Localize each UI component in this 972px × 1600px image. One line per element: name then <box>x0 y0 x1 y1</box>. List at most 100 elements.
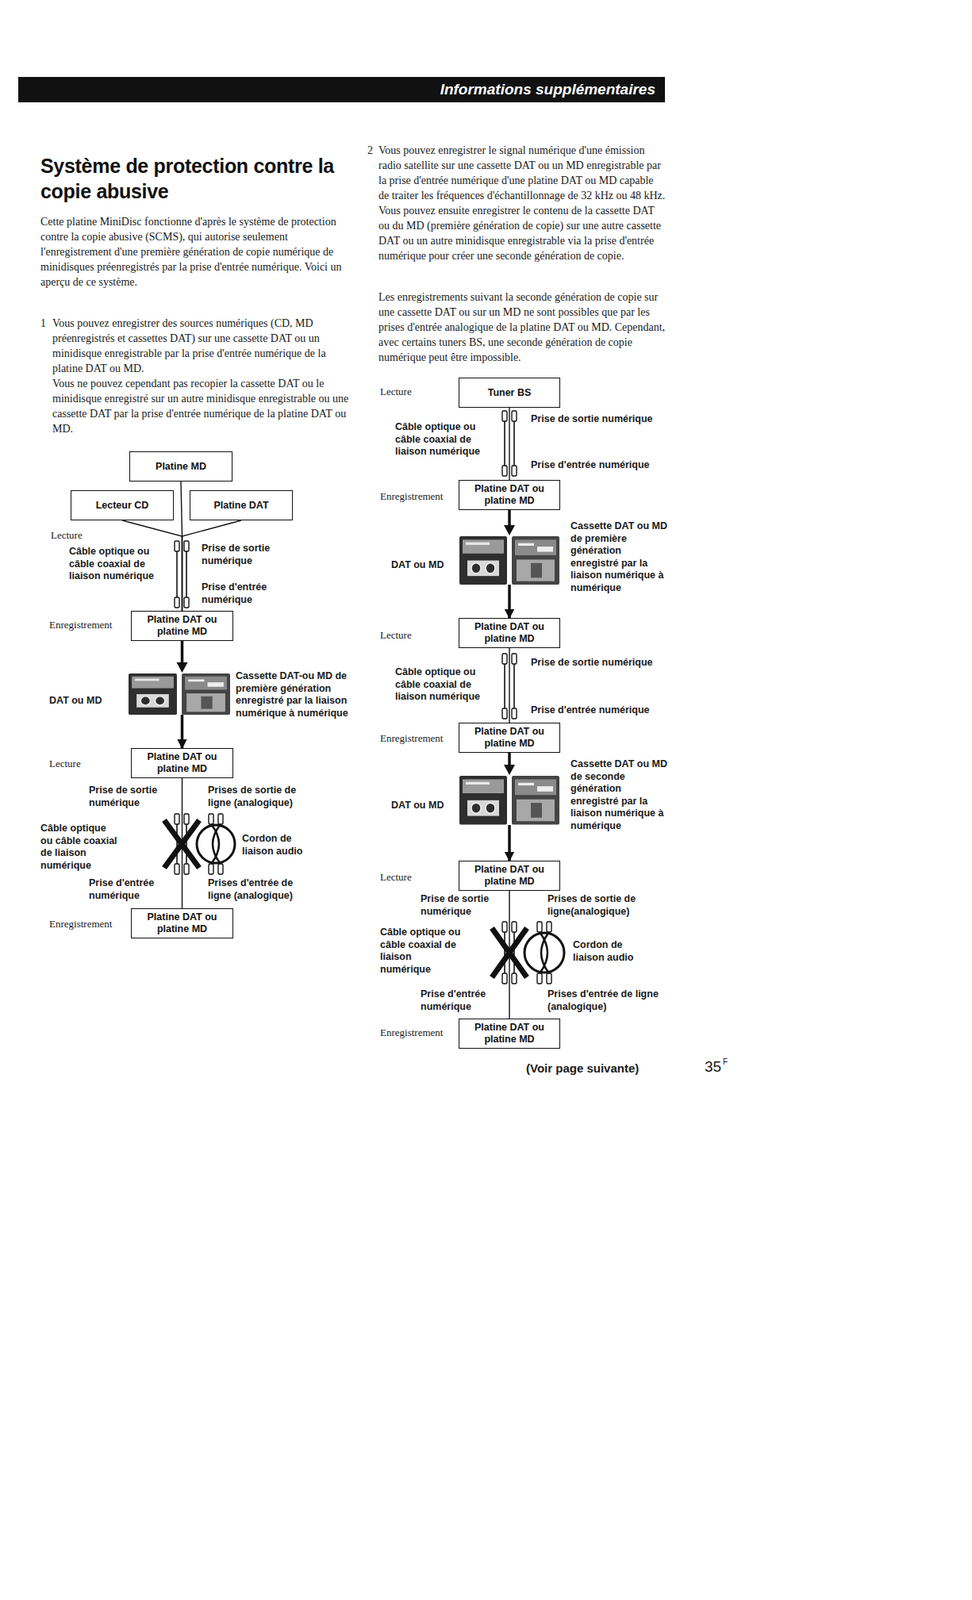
stage-label: Enregistrement <box>380 1026 443 1040</box>
cable-label: Câble optique ou câble coaxial de liaiso… <box>395 421 489 459</box>
cassette-illustration <box>128 673 231 715</box>
cable-plug <box>502 465 508 477</box>
stage-label: Lecture <box>380 385 412 399</box>
cable-plug <box>511 653 517 665</box>
cable-wire <box>185 550 188 599</box>
jack-label: Prise d'entrée numérique <box>530 704 650 718</box>
device-name: Platine DAT ou platine MD <box>463 726 556 750</box>
cable-label: Câble optique ou câble coaxial de liaiso… <box>380 926 462 976</box>
stage-label: Enregistrement <box>380 490 443 504</box>
section-heading: Informations supplémentaires <box>18 80 656 100</box>
cable-plug <box>511 465 517 477</box>
arrow-head <box>503 525 515 536</box>
cable-wire <box>513 931 515 975</box>
jack-label: Prise de sortie numérique <box>530 656 654 670</box>
stage-label: Enregistrement <box>49 918 112 931</box>
arrow-head <box>176 662 189 673</box>
cable-wire <box>513 420 515 467</box>
body-text: Les enregistrements suivant la seconde g… <box>378 289 666 365</box>
cassette-illustration <box>459 536 560 585</box>
jack-label: Prise d'entrée numérique <box>530 459 650 473</box>
media-note: Cassette DAT-ou MD de première génératio… <box>235 670 373 720</box>
body-text: Cette platine MiniDisc fonctionne d'aprè… <box>40 214 352 290</box>
cassette-illustration <box>459 776 560 826</box>
jack-label: Prises de sortie de ligne (analogique) <box>207 784 313 810</box>
audio-cord <box>212 824 221 865</box>
page-note: (Voir page suivante) <box>526 1061 639 1076</box>
body-text: Vous ne pouvez cependant pas recopier la… <box>52 376 353 437</box>
cable-wire <box>176 550 178 599</box>
audio-plug <box>537 973 542 984</box>
jack-label: Prise de sortie numérique <box>530 413 654 427</box>
cable-wire <box>176 823 178 865</box>
device-box: Platine DAT ou platine MD <box>130 908 234 939</box>
cable-plug <box>502 653 508 665</box>
cable-plug <box>511 922 517 933</box>
body-text: Vous pouvez enregistrer des sources numé… <box>52 315 353 377</box>
stage-label: Lecture <box>380 871 412 884</box>
cable-wire <box>503 420 506 467</box>
jack-label: Prises de sortie de ligne(analogique) <box>547 893 659 919</box>
flow-arrow <box>180 641 185 749</box>
cable-plug <box>184 541 189 552</box>
device-name: Platine DAT ou platine MD <box>463 483 556 508</box>
device-name: Platine DAT ou platine MD <box>135 911 229 936</box>
cable-label: Câble optique ou câble coaxial de liaiso… <box>395 666 489 704</box>
media-note: Cassette DAT ou MD de première génératio… <box>570 520 671 595</box>
cable-plug <box>511 708 517 719</box>
device-name: Platine DAT ou platine MD <box>463 864 556 888</box>
device-name: Platine DAT ou platine MD <box>135 614 229 638</box>
cable-plug <box>502 411 508 422</box>
device-name: Lecteur CD <box>96 499 150 512</box>
audio-plug <box>546 973 552 984</box>
media-label: DAT ou MD <box>391 559 444 573</box>
jack-label: Prise d'entrée numérique <box>88 877 169 903</box>
device-box: Platine DAT ou platine MD <box>130 610 234 642</box>
media-note: Cassette DAT ou MD de seconde génération… <box>570 758 671 833</box>
cable-wire <box>503 931 506 975</box>
arrow-head <box>503 764 515 776</box>
cable-plug <box>502 708 508 719</box>
cable-plug <box>174 541 180 552</box>
cable-plug <box>174 864 180 875</box>
device-box: Lecteur CD <box>70 490 174 521</box>
device-name: Platine DAT <box>213 499 269 512</box>
jack-label: Prises d'entrée de ligne (analogique) <box>207 877 313 903</box>
cable-wire <box>185 823 188 865</box>
jack-label: Prise de sortie numérique <box>88 784 169 810</box>
connection-line <box>508 891 510 1019</box>
audio-plug <box>537 922 542 933</box>
flow-arrow <box>507 753 511 861</box>
connection-line <box>508 648 510 723</box>
connection-line <box>508 407 510 481</box>
flow-arrow <box>507 510 511 619</box>
device-box: Platine DAT ou platine MD <box>458 480 561 511</box>
cable-wire <box>513 663 515 710</box>
jack-label: Prise de sortie numérique <box>420 893 499 919</box>
audio-cord <box>541 932 550 974</box>
device-name: Platine DAT ou platine MD <box>463 1021 556 1046</box>
device-box: Platine DAT <box>189 490 293 521</box>
cable-wire <box>503 663 506 710</box>
media-label: DAT ou MD <box>49 695 102 708</box>
device-box: Platine DAT ou platine MD <box>458 860 561 892</box>
page-title: Système de protection contre la copie ab… <box>40 153 390 204</box>
connection-line <box>181 778 183 909</box>
cable-label: Cordon de liaison audio <box>242 833 316 858</box>
cable-plug <box>511 411 517 422</box>
audio-cord <box>524 933 565 973</box>
stage-label: Lecture <box>50 529 83 542</box>
cable-plug <box>502 973 508 984</box>
cable-plug <box>184 814 189 825</box>
jack-label: Prise de sortie numérique <box>201 542 297 568</box>
device-box: Platine DAT ou platine MD <box>458 722 561 754</box>
stage-label: Lecture <box>380 629 412 642</box>
device-box: Platine DAT ou platine MD <box>458 1018 561 1049</box>
cable-label: Cordon de liaison audio <box>572 939 653 965</box>
page-number: 35 <box>704 1058 722 1076</box>
stage-label: Lecture <box>49 757 81 771</box>
jack-label: Prise d'entrée numérique <box>201 581 297 607</box>
audio-plug <box>218 864 223 875</box>
cable-illustration <box>164 411 565 984</box>
audio-plug <box>208 814 214 825</box>
